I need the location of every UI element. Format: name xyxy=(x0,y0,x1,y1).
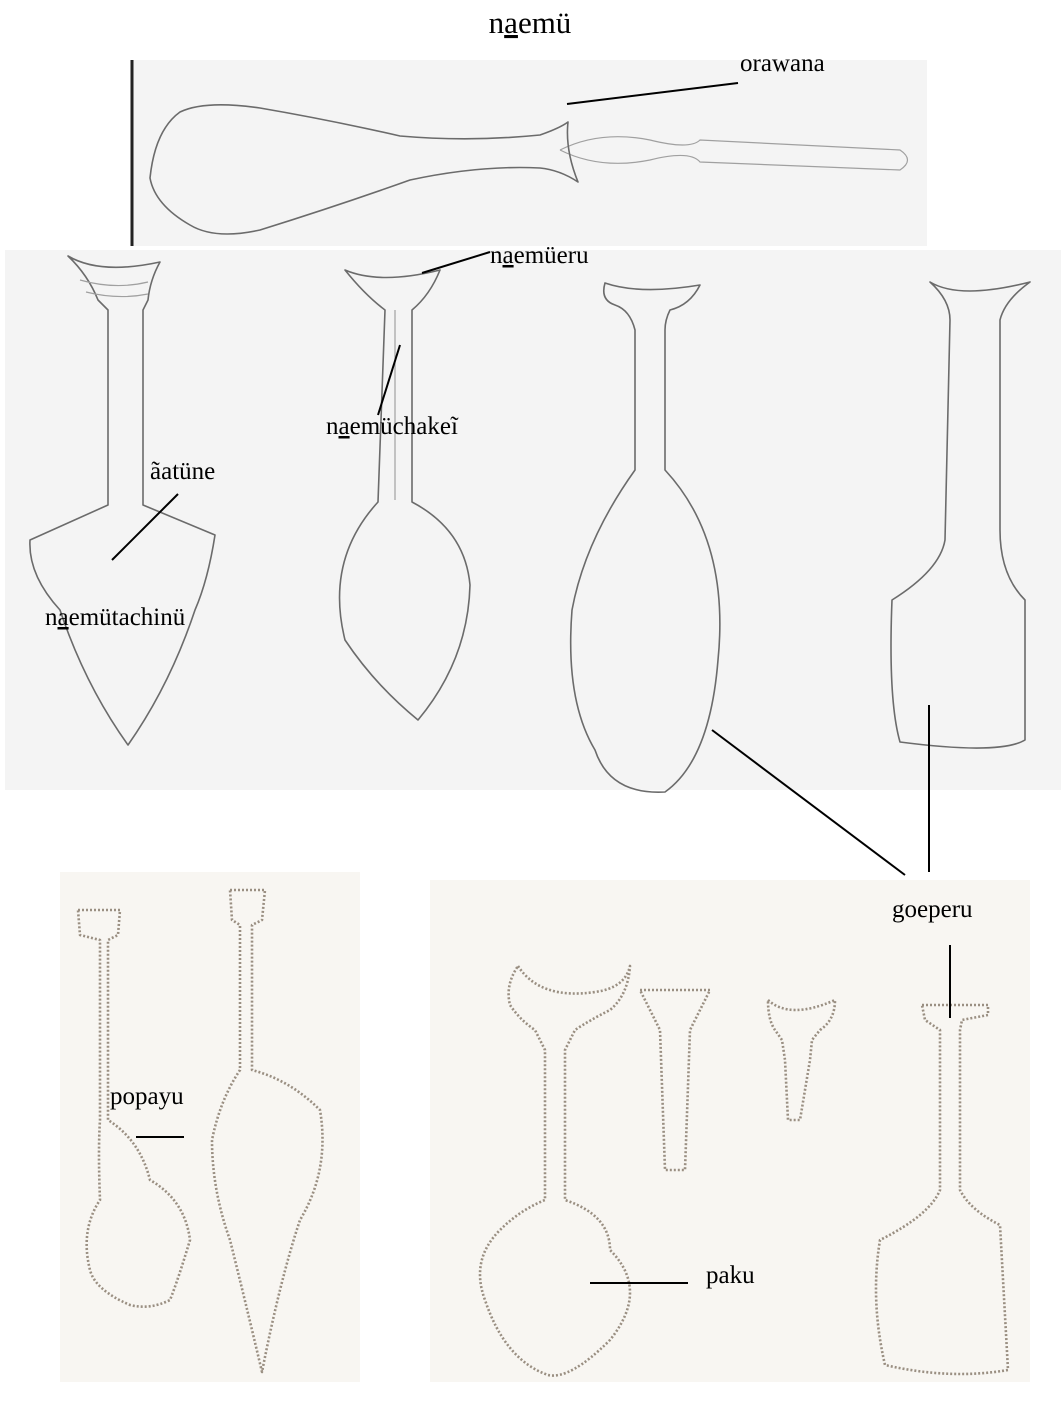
label-naemueru: naemüeru xyxy=(490,242,589,269)
sketch-paper-bottom-left xyxy=(60,872,360,1382)
label-naemuchakei: naemüchakeĩ xyxy=(326,413,459,440)
label-orawana: orawana xyxy=(740,50,825,77)
label-goeperu: goeperu xyxy=(892,896,973,923)
label-aatune: ãatüne xyxy=(150,458,215,485)
sketch-horizontal-spoon xyxy=(132,60,927,246)
label-popayu: popayu xyxy=(110,1083,184,1110)
label-paku: paku xyxy=(706,1262,755,1289)
label-naemutachinu: naemütachinü xyxy=(45,604,186,631)
diagram-title: naemü xyxy=(489,5,572,40)
sketch-paper-middle xyxy=(5,250,1061,790)
